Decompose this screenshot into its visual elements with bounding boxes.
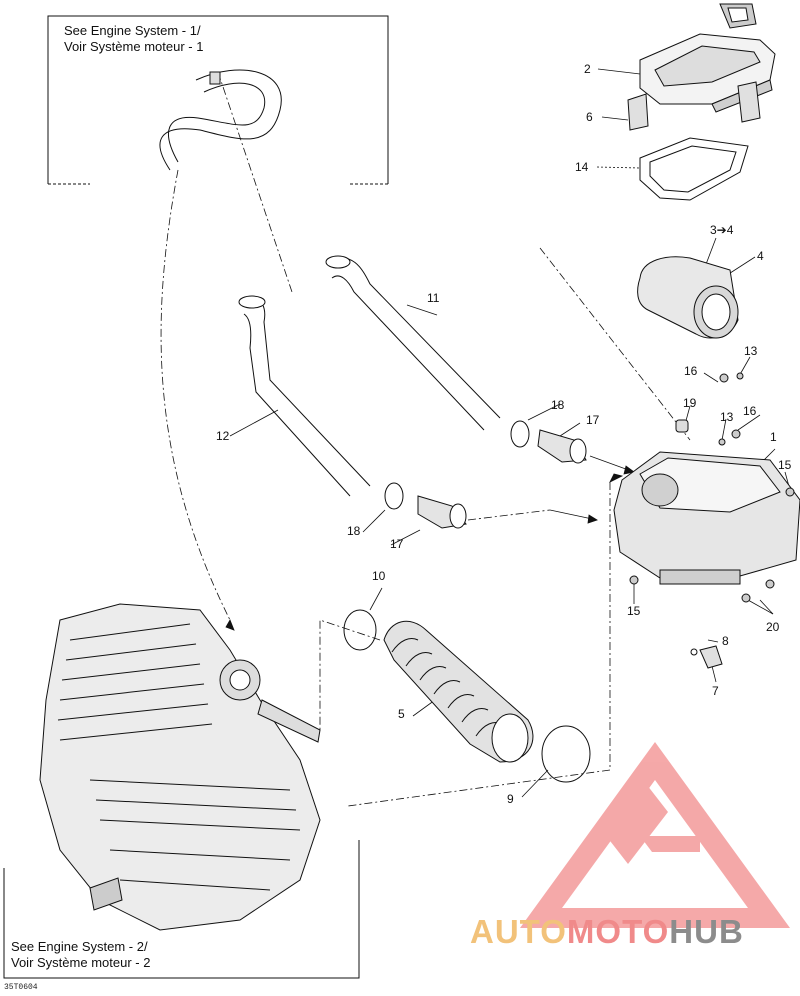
callout-20: 20 (766, 620, 780, 634)
callout-19: 19 (683, 396, 697, 410)
callout-13-lower: 13 (720, 410, 734, 424)
reference-frame-engine-2 (3, 840, 360, 979)
callout-3-to-4: 3➔4 (710, 223, 734, 237)
callout-11: 11 (427, 291, 440, 305)
callout-12: 12 (216, 429, 230, 443)
callout-18-upper: 18 (551, 398, 565, 412)
reference-frame-engine-1 (47, 15, 389, 185)
part-airbox-body (613, 372, 800, 603)
callout-8: 8 (722, 634, 729, 648)
part-intake-bellows (343, 609, 591, 783)
figure-code: 35T0604 (4, 983, 38, 992)
part-air-filter (637, 256, 739, 339)
part-hose-11 (325, 255, 501, 431)
leader-lines (160, 71, 691, 807)
callout-7: 7 (712, 684, 719, 698)
engine-system-2-line2: Voir Système moteur - 2 (11, 955, 151, 970)
part-hose-12 (238, 295, 371, 497)
callout-10: 10 (372, 569, 386, 583)
arrow-icons (225, 455, 635, 631)
callout-1: 1 (770, 430, 777, 444)
callout-16-lower: 16 (743, 404, 757, 418)
callout-13-upper: 13 (744, 344, 758, 358)
callout-18-lower: 18 (347, 524, 361, 538)
engine-system-2-line1: See Engine System - 2/ (11, 939, 148, 954)
callout-17-upper: 17 (586, 413, 600, 427)
callout-15-bottom: 15 (627, 604, 641, 618)
engine-system-1-reference: See Engine System - 1/ Voir Système mote… (64, 23, 203, 55)
engine-assembly-icon (39, 603, 321, 931)
callout-2: 2 (584, 62, 591, 76)
part-clamps-couplers (384, 420, 587, 529)
callout-4: 4 (757, 249, 764, 263)
watermark-part-hub: HUB (669, 913, 744, 950)
engine-system-1-line1: See Engine System - 1/ (64, 23, 201, 38)
watermark-part-auto: AUTO (470, 913, 567, 950)
callout-15-right: 15 (778, 458, 792, 472)
engine-system-1-line2: Voir Système moteur - 1 (64, 39, 204, 54)
watermark-part-moto: MOTO (566, 913, 670, 950)
engine-system-2-reference: See Engine System - 2/ Voir Système mote… (11, 939, 150, 971)
callout-14: 14 (575, 160, 589, 174)
callout-16-upper: 16 (684, 364, 698, 378)
part-gasket (639, 137, 749, 201)
part-clips (627, 81, 761, 131)
callout-9: 9 (507, 792, 514, 806)
callout-leaders (229, 68, 791, 798)
part-drain-valve (690, 645, 723, 669)
watermark-brand-text: AUTOMOTOHUB (470, 912, 744, 952)
part-breather-hose (159, 69, 282, 171)
watermark-logo-icon (520, 742, 790, 928)
callout-6: 6 (586, 110, 593, 124)
callout-17-lower: 17 (390, 537, 404, 551)
callout-5: 5 (398, 707, 405, 721)
